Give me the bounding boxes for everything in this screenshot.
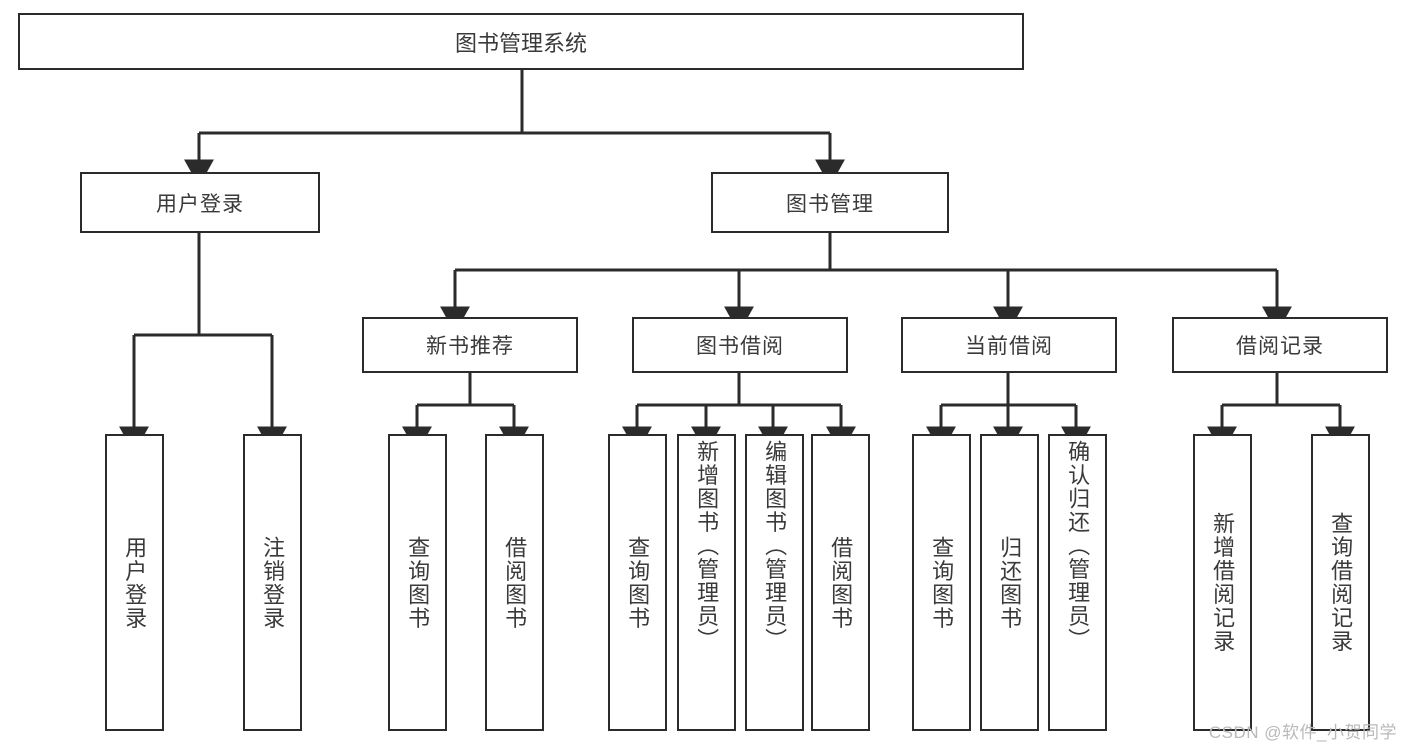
node-borrow-record[interactable]: 借阅记录 [1172, 317, 1388, 373]
leaf-label: 新增借阅记录 [1210, 512, 1236, 653]
node-root-book-management-system[interactable]: 图书管理系统 [18, 13, 1024, 70]
leaf-current-confirm-return-admin[interactable]: 确认归还（管理员） [1048, 434, 1107, 731]
leaf-borrow-edit-book-admin[interactable]: 编辑图书（管理员） [745, 434, 804, 731]
leaf-new-book-borrow-book[interactable]: 借阅图书 [485, 434, 544, 731]
leaf-label: 注销登录 [260, 535, 286, 630]
leaf-label: 查询图书 [405, 535, 431, 630]
leaf-record-query-borrow-record[interactable]: 查询借阅记录 [1311, 434, 1370, 731]
leaf-label: 借阅图书 [502, 535, 528, 630]
leaf-user-login-login[interactable]: 用户登录 [105, 434, 164, 731]
leaf-borrow-add-book-admin[interactable]: 新增图书（管理员） [677, 434, 736, 731]
leaf-label: 编辑图书（管理员） [762, 440, 788, 652]
node-user-login[interactable]: 用户登录 [80, 172, 320, 233]
leaf-label: 查询图书 [625, 535, 651, 630]
leaf-borrow-query-book[interactable]: 查询图书 [608, 434, 667, 731]
node-label: 图书借阅 [696, 335, 784, 358]
node-book-borrow[interactable]: 图书借阅 [632, 317, 848, 373]
node-label: 新书推荐 [426, 335, 514, 358]
node-label: 用户登录 [156, 192, 244, 216]
leaf-current-return-book[interactable]: 归还图书 [980, 434, 1039, 731]
node-label: 当前借阅 [965, 335, 1053, 358]
leaf-label: 查询借阅记录 [1328, 512, 1354, 653]
leaf-user-login-logout[interactable]: 注销登录 [243, 434, 302, 731]
leaf-label: 归还图书 [997, 535, 1023, 630]
watermark: CSDN @软件_小贺同学 [1208, 723, 1397, 742]
leaf-record-add-borrow-record[interactable]: 新增借阅记录 [1193, 434, 1252, 731]
leaf-label: 新增图书（管理员） [694, 440, 720, 652]
node-label: 图书管理系统 [454, 30, 587, 56]
leaf-label: 借阅图书 [828, 535, 854, 630]
node-label: 图书管理 [786, 192, 874, 216]
node-current-borrow[interactable]: 当前借阅 [901, 317, 1117, 373]
leaf-new-book-query-book[interactable]: 查询图书 [388, 434, 447, 731]
node-label: 借阅记录 [1236, 335, 1324, 358]
leaf-label: 查询图书 [929, 535, 955, 630]
leaf-label: 确认归还（管理员） [1065, 440, 1091, 652]
leaf-borrow-borrow-book[interactable]: 借阅图书 [811, 434, 870, 731]
leaf-current-query-book[interactable]: 查询图书 [912, 434, 971, 731]
node-new-book-recommend[interactable]: 新书推荐 [362, 317, 578, 373]
node-book-management[interactable]: 图书管理 [711, 172, 949, 233]
leaf-label: 用户登录 [122, 535, 148, 630]
